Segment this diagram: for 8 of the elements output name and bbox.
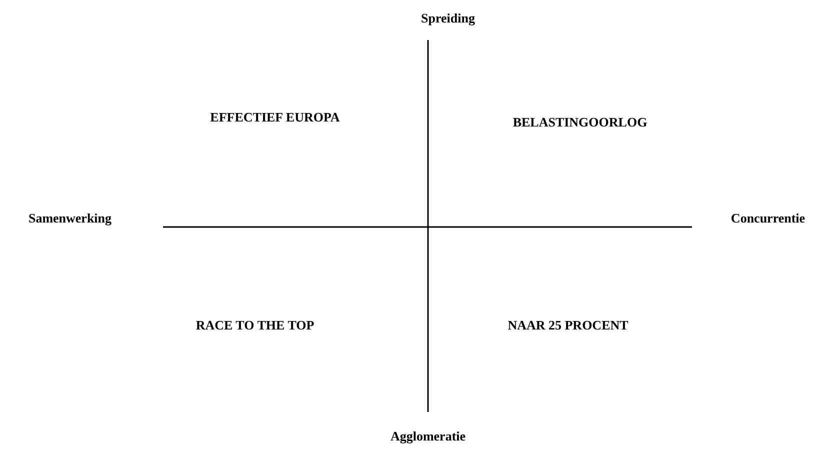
axis-label: Samenwerking (28, 212, 112, 224)
axis-label: Concurrentie (730, 212, 806, 224)
quadrant-label: NAAR 25 PROCENT (508, 318, 628, 332)
quadrant-label: BELASTINGOORLOG (512, 116, 648, 128)
quadrant-label: EFFECTIEF EUROPA (210, 110, 340, 124)
axis-label: Spreiding (421, 12, 475, 24)
axis-label: Agglomeratie (390, 430, 466, 442)
quadrant-label: RACE TO THE TOP (196, 318, 314, 332)
